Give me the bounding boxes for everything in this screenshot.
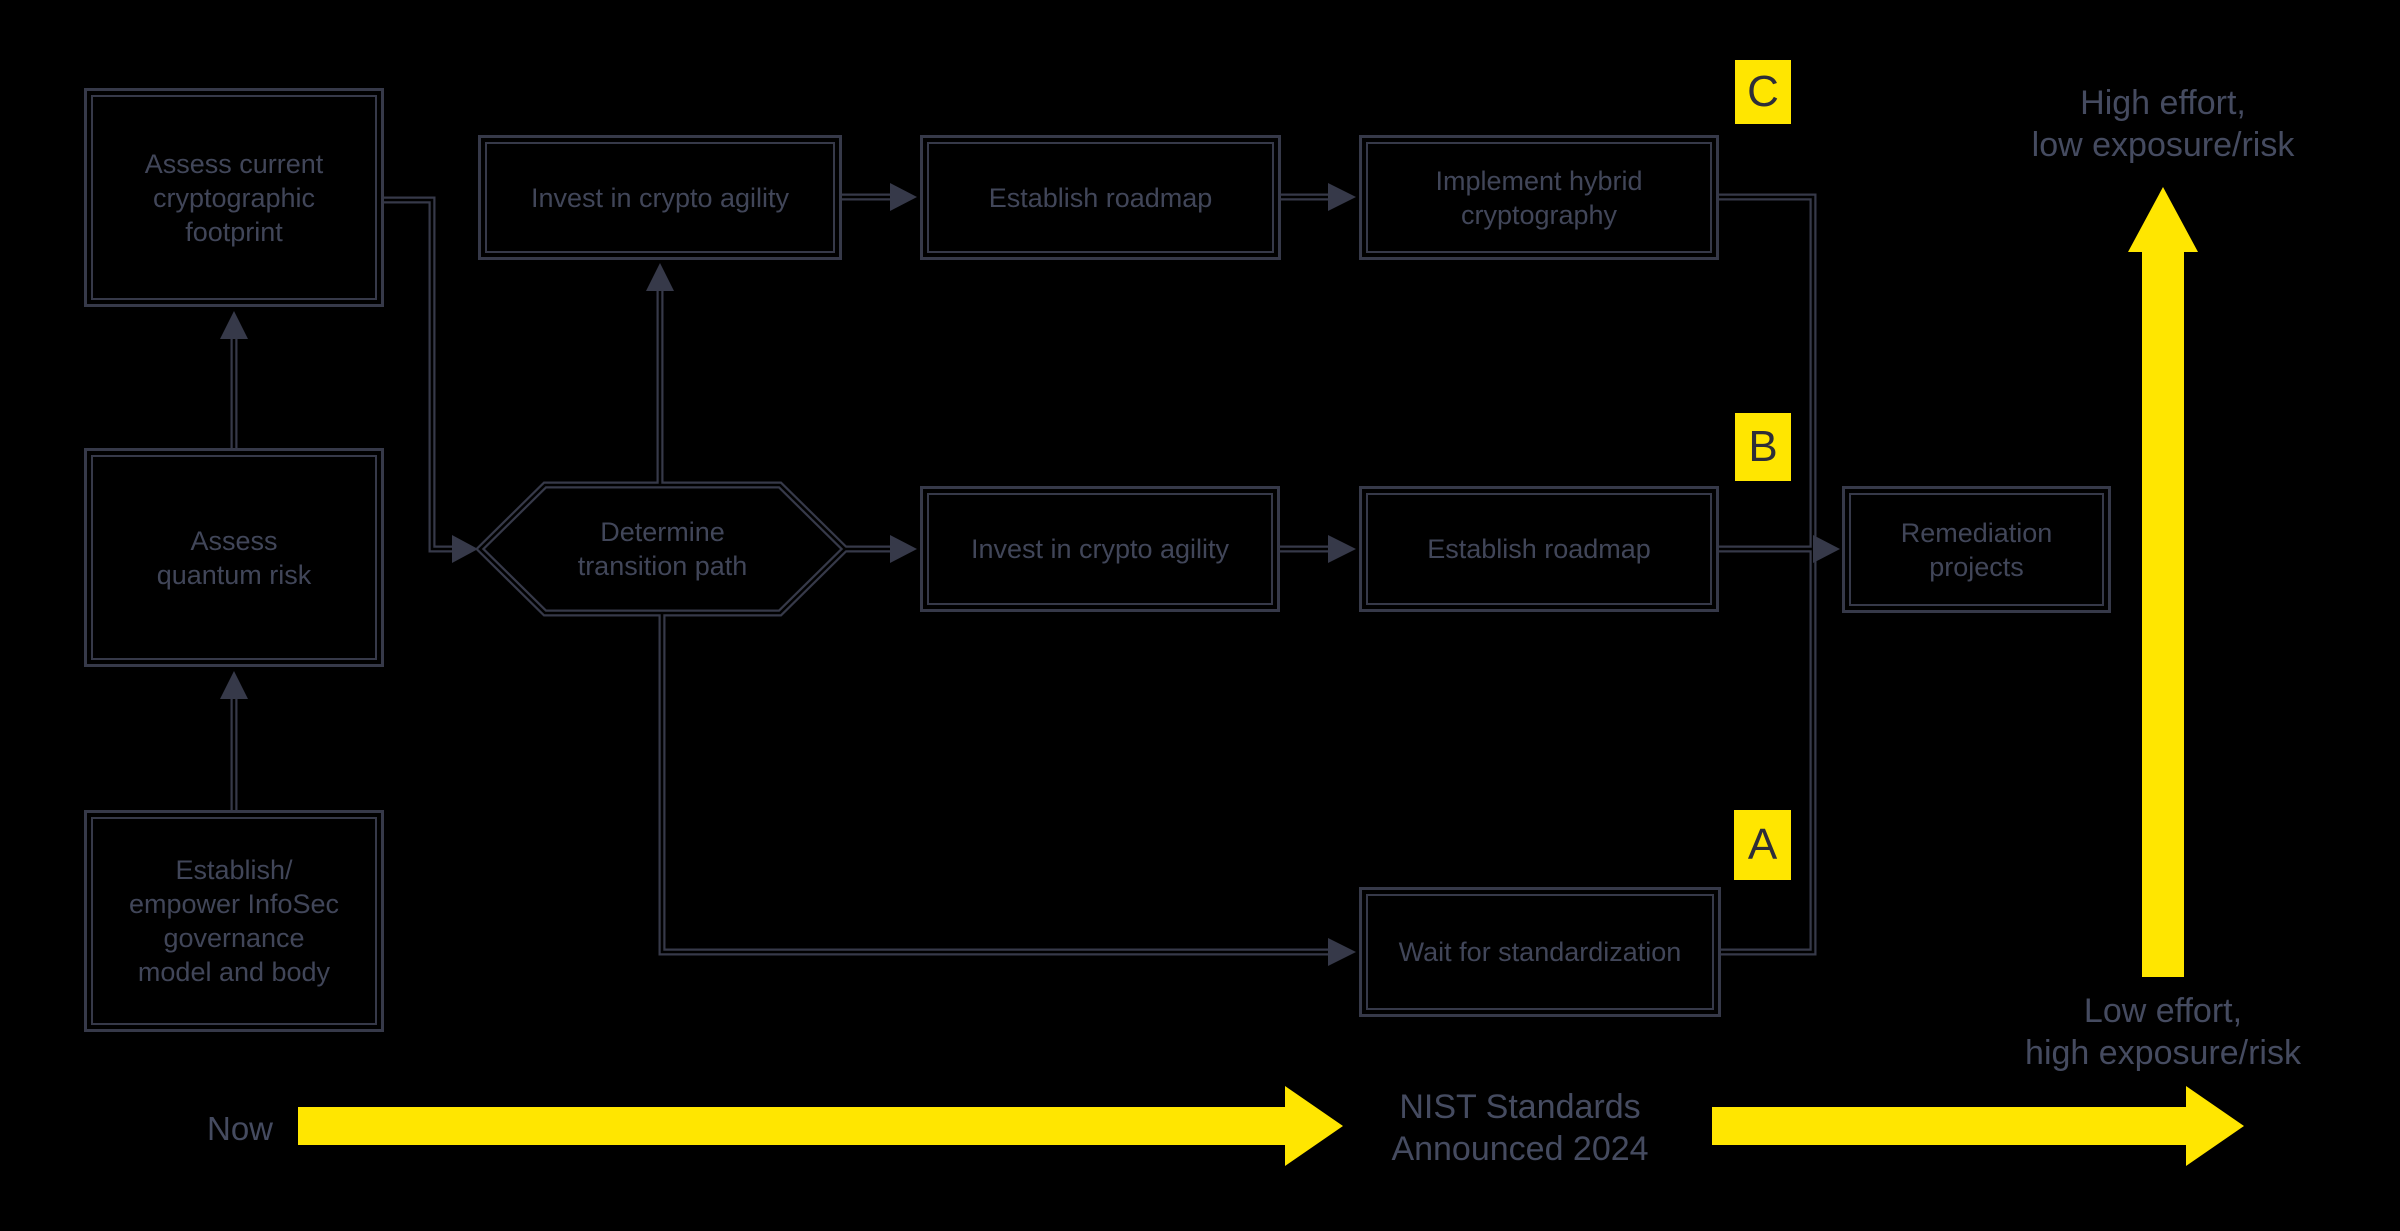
effort-axis-top-label: High effort, low exposure/risk (2031, 84, 2295, 164)
arrowhead-up-to-invest-top (646, 263, 674, 291)
timeline-arrow-left (298, 1086, 1343, 1166)
timeline-nist-label: NIST Standards Announced 2024 (1391, 1088, 1649, 1168)
arrowhead-to-roadmap-mid (1328, 535, 1356, 563)
timeline-arrow-right (1712, 1086, 2244, 1166)
arrowhead-to-invest-mid (890, 535, 917, 563)
yellow-arrows (298, 187, 2244, 1166)
arrowhead-to-remediation (1813, 535, 1840, 563)
node-implement-hybrid-cryptography: Implement hybrid cryptography (1359, 135, 1719, 260)
node-wait-for-standardization: Wait for standardization (1359, 887, 1721, 1017)
node-establish-roadmap-mid: Establish roadmap (1359, 486, 1719, 612)
node-establish-roadmap-top: Establish roadmap (920, 135, 1281, 260)
arrowhead-to-hybrid (1328, 183, 1356, 211)
arrowhead-up-to-footprint (220, 311, 248, 339)
path-tag-c: C (1735, 60, 1791, 124)
node-invest-crypto-agility-top: Invest in crypto agility (478, 135, 842, 260)
node-invest-crypto-agility-mid: Invest in crypto agility (920, 486, 1280, 612)
effort-axis-arrow (2128, 187, 2198, 977)
node-assess-footprint: Assess current cryptographic footprint (84, 88, 384, 307)
arrowhead-into-decision (452, 535, 478, 563)
arrowhead-to-roadmap-top (890, 183, 917, 211)
node-determine-transition-path: Determine transition path (577, 517, 748, 581)
path-tag-a: A (1734, 810, 1791, 880)
arrowheads (220, 183, 1840, 966)
path-tag-b: B (1735, 413, 1791, 481)
node-assess-quantum-risk: Assess quantum risk (84, 448, 384, 667)
arrowhead-to-wait (1328, 938, 1356, 966)
node-governance: Establish/ empower InfoSec governance mo… (84, 810, 384, 1032)
effort-axis-bottom-label: Low effort, high exposure/risk (2025, 992, 2301, 1072)
timeline-now-label: Now (206, 1110, 274, 1147)
node-remediation-projects: Remediation projects (1842, 486, 2111, 613)
arrowhead-up-to-quantum (220, 671, 248, 699)
